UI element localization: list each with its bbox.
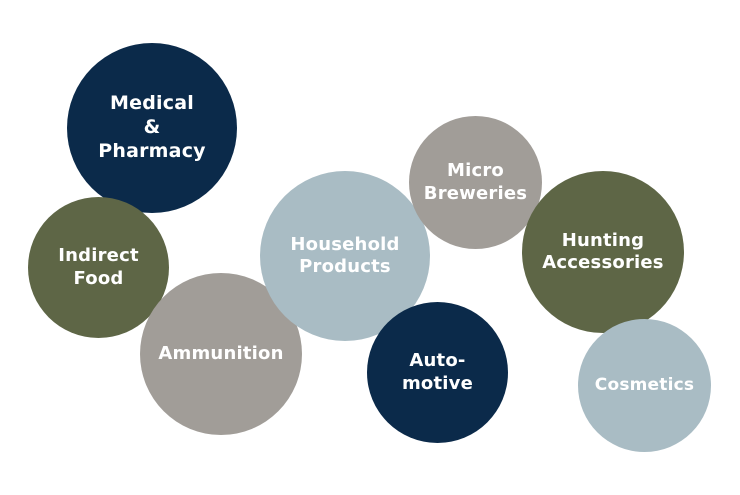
bubble-medical-pharmacy: Medical & Pharmacy [67,43,237,213]
bubble-label: Indirect Food [58,245,139,289]
bubble-hunting-accessories: Hunting Accessories [522,171,684,333]
bubble-label: Auto- motive [401,350,474,394]
bubble-automotive: Auto- motive [367,302,508,443]
bubble-label: Micro Breweries [423,160,528,204]
bubble-label: Ammunition [158,342,284,364]
bubble-label: Cosmetics [594,374,695,395]
bubble-cosmetics: Cosmetics [578,319,711,452]
bubble-micro-breweries: Micro Breweries [409,116,542,249]
bubble-label: Household Products [290,233,400,278]
bubble-label: Medical & Pharmacy [98,92,206,162]
bubble-indirect-food: Indirect Food [28,197,169,338]
bubble-label: Hunting Accessories [542,229,664,274]
